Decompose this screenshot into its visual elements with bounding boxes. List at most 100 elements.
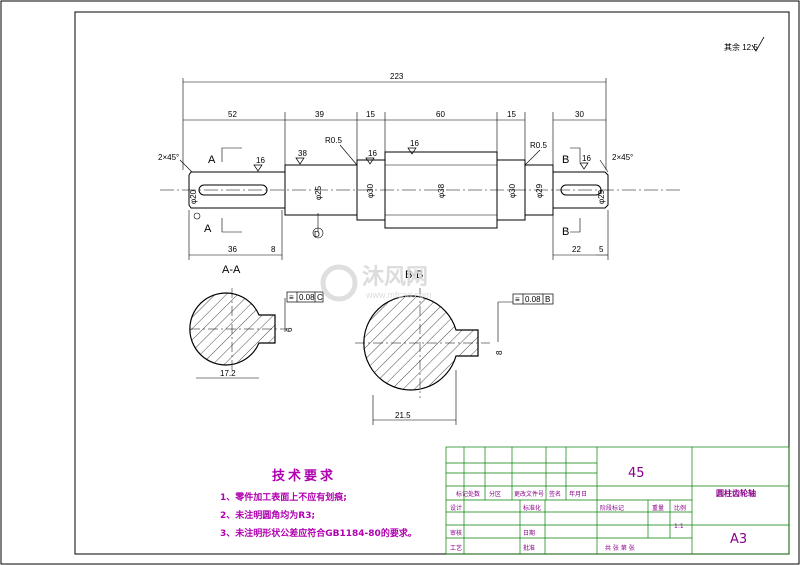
dim-52: 52 [228, 110, 237, 119]
dimension-lines [179, 78, 609, 260]
tb-row-process: 工艺 [450, 544, 462, 552]
section-bb [355, 288, 513, 425]
right-journal [553, 171, 609, 209]
roughness-symbol-icon [751, 36, 765, 52]
shaft-main-view [160, 151, 680, 229]
dim-39: 39 [315, 110, 324, 119]
section-aa [189, 288, 288, 379]
tb-scale-label: 比例 [674, 504, 686, 512]
tb-row-design: 设计 [450, 504, 462, 512]
dim-30: 30 [575, 110, 584, 119]
tb-approve: 批准 [523, 544, 535, 552]
tolerance-box-left [286, 291, 324, 303]
section-a-bottom-label: A [204, 223, 212, 235]
tb-row-review: 审核 [450, 529, 462, 537]
left-keyway [198, 184, 268, 196]
dim-5: 5 [599, 245, 604, 254]
dim-8: 8 [271, 245, 276, 254]
section-marker-a-top [221, 147, 242, 162]
roughness-triangle-icon [253, 164, 263, 172]
tolerance-datum-right: B [545, 295, 550, 304]
tb-weight: 重量 [652, 504, 664, 512]
dim-22: 22 [572, 245, 581, 254]
section-bb-width: 21.5 [395, 411, 411, 420]
dim-15a: 15 [366, 110, 375, 119]
section-bb-keyway: 8 [495, 350, 504, 355]
radius-leader-right [524, 149, 541, 166]
roughness-16d: 16 [582, 154, 591, 163]
dia-25: φ25 [314, 185, 323, 200]
dim-223: 223 [390, 72, 404, 81]
requirement-item: 3、未注明形状公差应符合GB1184-80的要求。 [220, 527, 417, 539]
requirements-title: 技术要求 [272, 468, 336, 484]
chamfer-left: 2×45° [158, 153, 179, 162]
section-a-top-label: A [208, 154, 216, 166]
shaft-step-right [524, 164, 554, 216]
title-block-frame [445, 446, 790, 555]
section-aa-width: 17.2 [220, 369, 236, 378]
roughness-triangle-icon [407, 147, 417, 155]
section-aa-title: A-A [222, 264, 241, 276]
roughness-16c: 16 [410, 139, 419, 148]
tolerance-value-left: 0.08 [299, 293, 315, 302]
tb-sheet-count: 共 张 第 张 [605, 544, 635, 552]
radius-left: R0.5 [325, 136, 342, 145]
dia-30a: φ30 [366, 183, 375, 198]
tolerance-datum-left: C [317, 293, 323, 302]
requirement-item: 2、未注明圆角均为R3; [220, 509, 315, 521]
inner-frame [74, 11, 790, 555]
datum-label: D [314, 230, 320, 239]
tb-header-mark: 标记 [456, 490, 468, 498]
tb-scale-value: 1:1 [674, 523, 684, 530]
tolerance-symbol-right: ≡ [515, 295, 520, 304]
roughness-triangle-icon [365, 157, 375, 165]
radius-leader-left [339, 144, 358, 166]
tb-header-date: 年月日 [569, 490, 587, 498]
surface-finish-note: 其余 12.5 [724, 42, 758, 52]
dia-29: φ29 [535, 183, 544, 198]
section-bb-title: B-B [405, 269, 423, 281]
dim-36: 36 [228, 245, 237, 254]
tb-header-change: 更改文件号 [514, 490, 544, 498]
tb-standard: 标准化 [523, 504, 541, 512]
tolerance-box-right [512, 293, 554, 305]
watermark-logo-icon [320, 264, 358, 302]
watermark-url: www.mfcad.com [365, 290, 432, 300]
dia-38: φ38 [437, 183, 446, 198]
radius-right: R0.5 [530, 141, 547, 150]
roughness-triangle-icon [579, 162, 589, 170]
roughness-38: 38 [298, 149, 307, 158]
right-keyway [560, 184, 602, 196]
dim-60: 60 [436, 110, 445, 119]
section-marker-b-bottom [570, 218, 581, 233]
chamfer-leader-left [179, 159, 193, 173]
tb-header-sign: 签名 [549, 490, 561, 498]
chamfer-right: 2×45° [612, 153, 633, 162]
dim-15b: 15 [507, 110, 516, 119]
tb-stage-mark: 阶段标记 [600, 504, 624, 512]
chamfer-leader-right [599, 159, 609, 173]
tolerance-value-right: 0.08 [525, 295, 541, 304]
tb-material: 45 [628, 466, 645, 481]
tb-header-count: 处数 [468, 490, 480, 498]
roughness-16a: 16 [256, 156, 265, 165]
dia-20: φ20 [189, 189, 198, 204]
tolerance-symbol-left: ≡ [289, 293, 294, 302]
dia-29b: φ29 [597, 189, 606, 204]
section-bb-leader [497, 301, 513, 342]
roughness-16b: 16 [368, 149, 377, 158]
tolerance-frame-right: ≡ 0.08 B [512, 293, 554, 305]
tb-header-zone: 分区 [489, 490, 501, 498]
section-aa-keyway: 6 [285, 327, 294, 332]
watermark-brand: 沐风网 [362, 265, 428, 290]
tb-sheet-size: A3 [730, 532, 747, 547]
center-hole-mark [193, 212, 201, 220]
section-bb-body [363, 295, 479, 391]
datum-circle [312, 227, 324, 239]
requirement-item: 1、零件加工表面上不应有划痕; [220, 491, 347, 503]
watermark: 沐风网 www.mfcad.com [320, 264, 432, 302]
tolerance-frame-left: ≡ 0.08 C [286, 291, 324, 303]
